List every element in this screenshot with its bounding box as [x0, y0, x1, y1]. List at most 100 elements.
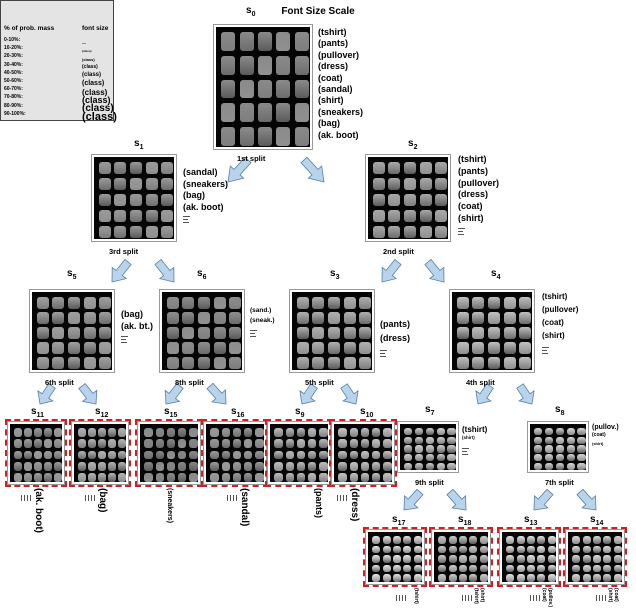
- image-thumbnail: [239, 55, 254, 75]
- image-thumbnail: [613, 535, 622, 544]
- image-thumbnail: [189, 439, 198, 449]
- leaf-border-s9: [265, 419, 333, 487]
- node-index: 12: [100, 412, 109, 419]
- node-label-s0: s0: [246, 5, 255, 18]
- image-thumbnail: [68, 357, 80, 370]
- node-letter: s: [458, 514, 464, 525]
- image-thumbnail: [108, 450, 116, 460]
- legend-font-sample: (class): [82, 87, 108, 97]
- leaf-border-s16: [201, 419, 269, 487]
- image-thumbnail: [388, 193, 401, 207]
- node-image-s9: [267, 421, 331, 485]
- image-thumbnail: [613, 545, 622, 554]
- image-thumbnail: [419, 209, 432, 223]
- image-thumbnail: [371, 461, 381, 471]
- image-thumbnail: [343, 342, 356, 355]
- minor-class-marks: [396, 590, 408, 608]
- image-thumbnail: [14, 461, 22, 471]
- minor-class-marks: [462, 590, 474, 608]
- image-thumbnail: [537, 545, 546, 554]
- legend-row: 0-10%:—: [4, 37, 632, 47]
- split-arrow-icon: [533, 488, 554, 511]
- node-letter: s: [555, 404, 561, 415]
- image-thumbnail: [221, 32, 236, 52]
- image-thumbnail: [519, 342, 532, 355]
- class-label: (pullover): [458, 177, 500, 188]
- image-thumbnail: [276, 55, 291, 75]
- image-thumbnail: [503, 326, 516, 340]
- image-thumbnail: [577, 463, 586, 470]
- image-thumbnail: [469, 545, 478, 554]
- image-thumbnail: [88, 439, 96, 449]
- image-thumbnail: [403, 535, 412, 544]
- image-thumbnail: [372, 177, 385, 191]
- image-thumbnail: [229, 357, 242, 370]
- split-label-s6: 8th split: [175, 378, 204, 387]
- node-image-s11: [7, 421, 65, 485]
- image-thumbnail: [534, 463, 543, 470]
- image-thumbnail: [108, 461, 116, 471]
- image-thumbnail: [83, 357, 96, 370]
- image-thumbnail: [296, 342, 309, 355]
- legend-range: 70-80%:: [4, 94, 23, 101]
- image-thumbnail: [582, 564, 591, 573]
- image-thumbnail: [114, 161, 127, 175]
- image-thumbnail: [555, 463, 565, 470]
- image-thumbnail: [166, 296, 179, 309]
- image-thumbnail: [144, 472, 153, 482]
- node-letter: s: [231, 406, 237, 417]
- image-thumbnail: [98, 428, 106, 438]
- class-label: (bag): [183, 190, 205, 200]
- image-thumbnail: [435, 161, 448, 175]
- image-thumbnail: [566, 463, 575, 470]
- node-index: 18: [463, 520, 472, 527]
- image-thumbnail: [419, 177, 432, 191]
- image-thumbnail: [419, 161, 432, 175]
- image-thumbnail: [577, 436, 586, 444]
- split-label-s7: 9th split: [415, 478, 444, 487]
- legend-font-sample: (class): [82, 48, 92, 53]
- image-thumbnail: [189, 450, 198, 460]
- image-thumbnail: [438, 564, 447, 573]
- image-thumbnail: [83, 326, 96, 340]
- image-thumbnail: [232, 472, 242, 482]
- image-thumbnail: [425, 436, 435, 444]
- image-thumbnail: [372, 574, 381, 582]
- node-letter: s: [134, 138, 140, 149]
- image-thumbnail: [130, 177, 142, 191]
- image-thumbnail: [566, 436, 575, 444]
- node-index: 8: [560, 410, 565, 417]
- minor-class-marks: [21, 490, 33, 508]
- image-thumbnail: [118, 472, 126, 482]
- class-label: (tshirt): [462, 425, 488, 434]
- image-thumbnail: [516, 574, 525, 582]
- image-thumbnail: [360, 472, 370, 482]
- image-thumbnail: [99, 326, 112, 340]
- image-thumbnail: [118, 461, 126, 471]
- image-thumbnail: [177, 472, 187, 482]
- class-label: (pullover): [542, 305, 579, 314]
- image-thumbnail: [459, 535, 467, 544]
- image-thumbnail: [221, 55, 236, 75]
- image-thumbnail: [166, 450, 176, 460]
- image-thumbnail: [285, 472, 295, 482]
- image-thumbnail: [436, 436, 445, 444]
- node-image-s12: [71, 421, 129, 485]
- image-thumbnail: [294, 79, 309, 99]
- image-thumbnail: [130, 209, 142, 223]
- image-thumbnail: [99, 342, 112, 355]
- class-label: (ak. boot): [183, 201, 224, 212]
- image-thumbnail: [14, 439, 22, 449]
- image-thumbnail: [479, 564, 488, 573]
- image-thumbnail: [99, 357, 112, 370]
- image-thumbnail: [479, 545, 488, 554]
- image-thumbnail: [182, 311, 195, 324]
- legend-range: 50-60%:: [4, 78, 23, 84]
- image-thumbnail: [534, 445, 543, 453]
- image-thumbnail: [572, 564, 581, 573]
- node-letter: s: [408, 138, 414, 149]
- class-label: (pullov.): [547, 588, 553, 608]
- image-thumbnail: [383, 461, 392, 471]
- image-thumbnail: [255, 428, 264, 438]
- image-thumbnail: [182, 326, 195, 340]
